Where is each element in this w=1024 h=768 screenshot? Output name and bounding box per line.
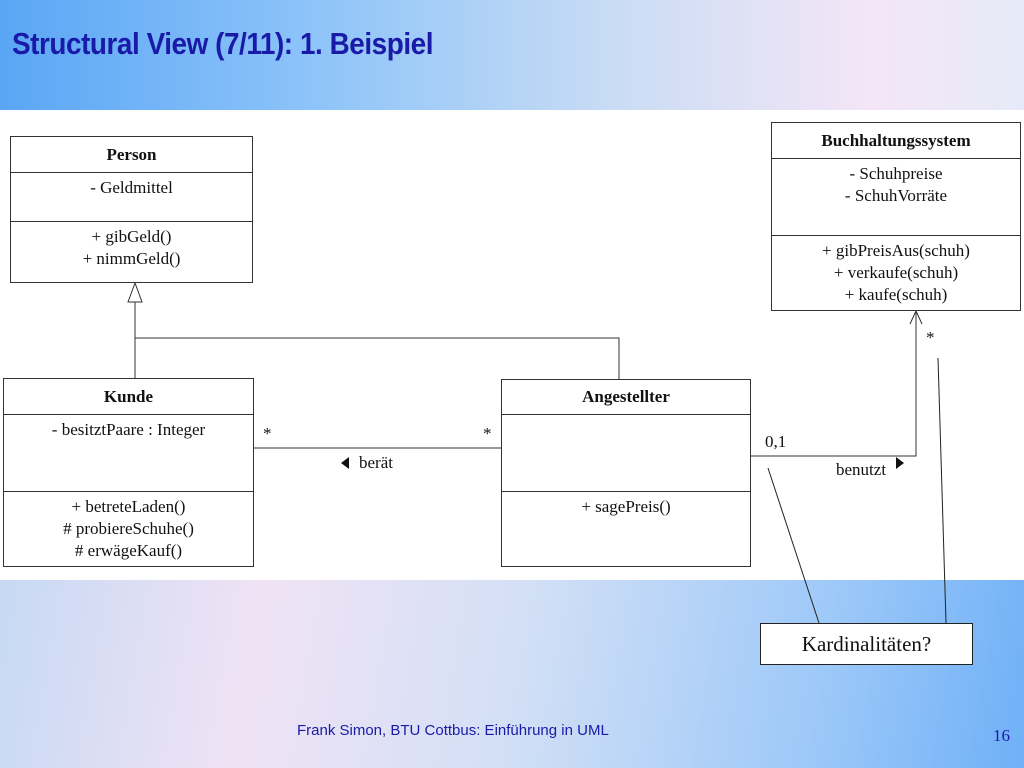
- class-person-operations: + gibGeld() + nimmGeld(): [11, 222, 252, 270]
- class-person: Person - Geldmittel + gibGeld() + nimmGe…: [10, 136, 253, 283]
- class-buchhaltungssystem-attributes: - Schuhpreise - SchuhVorräte: [772, 159, 1020, 236]
- class-buchhaltungssystem: Buchhaltungssystem - Schuhpreise - Schuh…: [771, 122, 1021, 311]
- class-kunde-name: Kunde: [4, 379, 253, 415]
- note-connector-left: [767, 467, 820, 624]
- class-angestellter-name: Angestellter: [502, 380, 750, 415]
- association-label-beraet: berät: [359, 453, 393, 472]
- association-line-benutzt: [751, 311, 917, 457]
- class-angestellter-operations: + sagePreis(): [502, 492, 750, 518]
- class-kunde-operations: + betreteLaden() # probiereSchuhe() # er…: [4, 492, 253, 562]
- class-person-attributes: - Geldmittel: [11, 173, 252, 222]
- operation: + sagePreis(): [581, 497, 671, 516]
- association-label-benutzt: benutzt: [836, 460, 887, 479]
- multiplicity-kunde: *: [263, 424, 272, 443]
- benutzt-direction-arrow-icon: [896, 457, 904, 469]
- class-buchhaltungssystem-name: Buchhaltungssystem: [772, 123, 1020, 159]
- operation: # probiereSchuhe(): [63, 519, 194, 538]
- attribute: - besitztPaare : Integer: [51, 420, 206, 439]
- note-connector-right: [937, 357, 947, 624]
- operation: + gibGeld(): [91, 227, 172, 246]
- generalization-line-angestellter: [135, 337, 620, 379]
- class-angestellter-attributes: [502, 415, 750, 492]
- generalization-arrowhead: [127, 281, 143, 303]
- operation: + verkaufe(schuh): [833, 263, 959, 282]
- attribute: - Schuhpreise: [849, 164, 943, 183]
- class-kunde-attributes: - besitztPaare : Integer: [4, 415, 253, 492]
- class-person-name: Person: [11, 137, 252, 173]
- note-text: Kardinalitäten?: [801, 631, 932, 656]
- operation: + nimmGeld(): [82, 249, 181, 268]
- benutzt-navigation-arrowhead: [909, 309, 923, 325]
- page-number: 16: [993, 726, 1010, 745]
- attribute: - SchuhVorräte: [844, 186, 948, 205]
- class-buchhaltungssystem-operations: + gibPreisAus(schuh) + verkaufe(schuh) +…: [772, 236, 1020, 306]
- operation: # erwägeKauf(): [74, 541, 183, 560]
- multiplicity-angestellter-benutzt: 0,1: [765, 432, 787, 451]
- operation: + betreteLaden(): [71, 497, 186, 516]
- slide-bottom-background: [0, 580, 1024, 768]
- slide-footer: Frank Simon, BTU Cottbus: Einführung in …: [297, 722, 609, 739]
- class-kunde: Kunde - besitztPaare : Integer + betrete…: [3, 378, 254, 567]
- operation: + kaufe(schuh): [844, 285, 948, 304]
- slide-header: Structural View (7/11): 1. Beispiel: [0, 0, 1024, 110]
- note-kardinalitaeten: Kardinalitäten?: [760, 623, 973, 665]
- multiplicity-angestellter-beraet: *: [483, 424, 492, 443]
- slide-title: Structural View (7/11): 1. Beispiel: [12, 26, 434, 61]
- class-angestellter: Angestellter + sagePreis(): [501, 379, 751, 567]
- beraet-direction-arrow-icon: [341, 457, 349, 469]
- operation: + gibPreisAus(schuh): [822, 241, 970, 260]
- multiplicity-buchhaltungssystem: *: [926, 328, 935, 347]
- attribute: - Geldmittel: [90, 178, 173, 197]
